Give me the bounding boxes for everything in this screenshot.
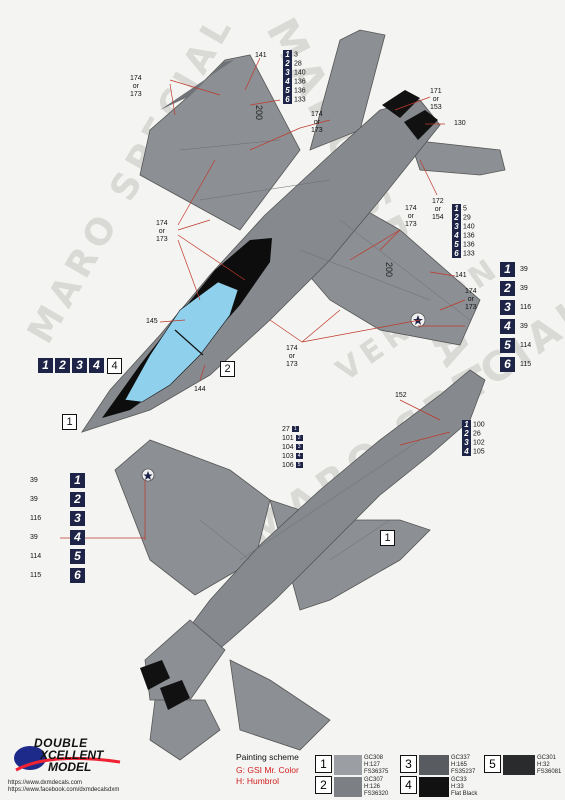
ref-chip: 4 bbox=[70, 530, 85, 545]
ref-chip: 5 bbox=[500, 338, 515, 353]
scheme-swatch bbox=[334, 755, 362, 775]
scheme-number: 2 bbox=[315, 776, 332, 794]
ref-value: 115 bbox=[30, 572, 42, 579]
ref-chip: 4 bbox=[500, 319, 515, 334]
ref-chip: 5 bbox=[70, 549, 85, 564]
brand-line2: XCELLENT bbox=[40, 748, 104, 762]
scheme-swatch bbox=[334, 777, 362, 797]
number-chip: 3 bbox=[72, 358, 87, 373]
ref-chip: 5 bbox=[452, 240, 461, 249]
callout-141: 141 bbox=[255, 52, 267, 59]
position-box-2: 2 bbox=[220, 361, 235, 377]
callout-144: 144 bbox=[194, 386, 206, 393]
ref-chip: 1 bbox=[452, 204, 461, 213]
scheme-swatch bbox=[419, 755, 449, 775]
ref-chip: 3 bbox=[452, 222, 461, 231]
ref-chip: 6 bbox=[500, 357, 515, 372]
bottom-view-aircraft bbox=[114, 369, 486, 761]
ref-value: 114 bbox=[520, 342, 532, 349]
scheme-swatch bbox=[503, 755, 535, 775]
ref-chip: 1 bbox=[283, 50, 292, 59]
ref-chip: 6 bbox=[70, 568, 85, 583]
ref-chip: 2 bbox=[70, 492, 85, 507]
ref-value: 39 bbox=[520, 323, 528, 330]
tail-number-upper: 200 bbox=[254, 105, 264, 120]
website-url[interactable]: https://www.dxmdecals.com bbox=[8, 780, 83, 786]
brand-swoosh-icon bbox=[14, 746, 121, 772]
position-box-1: 1 bbox=[62, 414, 77, 430]
ref-value: 116 bbox=[520, 304, 532, 311]
ref-chip: 3 bbox=[500, 300, 515, 315]
ref-value: 39 bbox=[520, 285, 528, 292]
legend-humbrol: H: Humbrol bbox=[236, 776, 279, 786]
tail-number-lower: 200 bbox=[384, 262, 394, 277]
url-list: https://www.dxmdecals.com https://www.fa… bbox=[8, 780, 119, 794]
callout-141: 141 bbox=[455, 272, 467, 279]
ref-chip: 6 bbox=[452, 249, 461, 258]
ref-chip: 3 bbox=[70, 511, 85, 526]
scheme-number: 4 bbox=[400, 776, 417, 794]
ref-chip: 5 bbox=[283, 86, 292, 95]
ref-chip: 2 bbox=[500, 281, 515, 296]
ref-chip: 4 bbox=[283, 77, 292, 86]
ref-value: 39 bbox=[30, 477, 38, 484]
callout-152: 152 bbox=[395, 392, 407, 399]
number-chip: 4 bbox=[89, 358, 104, 373]
position-box-4: 4 bbox=[107, 358, 122, 374]
brand-line3: MODEL bbox=[48, 760, 92, 774]
number-chip: 1 bbox=[38, 358, 53, 373]
leader-lines bbox=[60, 57, 466, 540]
ref-value: 39 bbox=[520, 266, 528, 273]
ref-value: 39 bbox=[30, 496, 38, 503]
ref-chip: 1 bbox=[70, 473, 85, 488]
legend-gsi: G: GSI Mr. Color bbox=[236, 765, 299, 775]
position-box-1: 1 bbox=[380, 530, 395, 546]
number-chip: 2 bbox=[55, 358, 70, 373]
callout-145: 145 bbox=[146, 318, 158, 325]
top-view-aircraft: 200 200 bbox=[81, 29, 506, 433]
scheme-swatch bbox=[419, 777, 449, 797]
brand-line1: DOUBLE bbox=[34, 736, 88, 750]
ref-value: 39 bbox=[30, 534, 38, 541]
painting-scheme-title: Painting scheme bbox=[236, 752, 299, 762]
ref-chip: 4 bbox=[452, 231, 461, 240]
ref-chip: 3 bbox=[283, 68, 292, 77]
ref-chip: 6 bbox=[283, 95, 292, 104]
ref-chip: 2 bbox=[452, 213, 461, 222]
scheme-number: 5 bbox=[484, 755, 501, 773]
ref-chip: 2 bbox=[283, 59, 292, 68]
scheme-number: 1 bbox=[315, 755, 332, 773]
callout-130: 130 bbox=[454, 120, 466, 127]
facebook-url[interactable]: https://www.facebook.com/dxmdecalsdxm bbox=[8, 787, 120, 793]
brand-logo: DOUBLE XCELLENT MODEL bbox=[10, 732, 130, 780]
ref-value: 116 bbox=[30, 515, 42, 522]
ref-value: 115 bbox=[520, 361, 532, 368]
scheme-number: 3 bbox=[400, 755, 417, 773]
ref-chip: 1 bbox=[500, 262, 515, 277]
ref-value: 114 bbox=[30, 553, 42, 560]
